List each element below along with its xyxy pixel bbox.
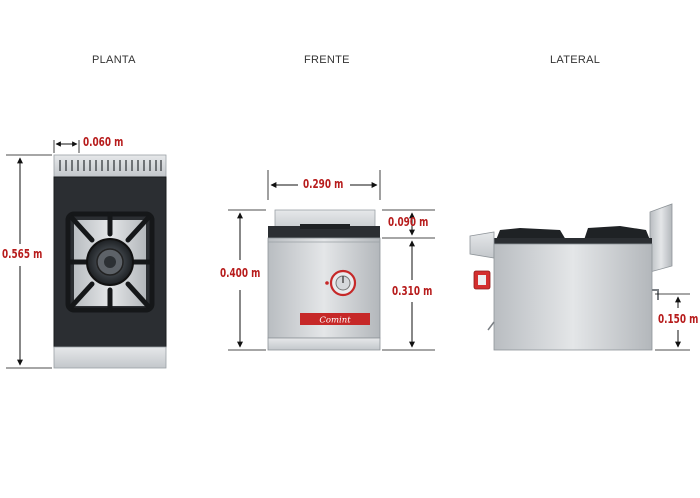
dim-label-frente-width: 0.290 m <box>303 177 344 191</box>
view-title-frente: FRENTE <box>304 54 350 66</box>
frente-brand-plate <box>300 313 370 325</box>
lateral-grate-left <box>496 228 566 240</box>
lateral-grate-right <box>584 226 650 240</box>
lateral-body <box>493 243 653 351</box>
lateral-backsplash <box>649 203 673 273</box>
frente-top-grate <box>268 226 380 238</box>
planta-view <box>6 140 167 369</box>
view-title-lateral: LATERAL <box>550 54 601 66</box>
dim-label-planta-depth: 0.565 m <box>2 247 43 261</box>
dim-label-frente-backsplash: 0.090 m <box>388 215 429 229</box>
dim-label-lateral-leg: 0.150 m <box>658 312 699 326</box>
planta-front-lip <box>53 346 167 369</box>
dim-label-frente-height: 0.400 m <box>220 266 261 280</box>
frente-plinth <box>267 337 381 351</box>
planta-vent-slots <box>59 160 162 171</box>
dim-label-planta-offset: 0.060 m <box>83 135 124 149</box>
lateral-control-rail <box>469 231 495 259</box>
lateral-gas-pipe <box>652 289 659 300</box>
brand-logo: Comint <box>319 316 351 326</box>
planta-grate-bars <box>65 211 155 313</box>
lateral-view <box>469 203 690 351</box>
frente-view: Comint <box>228 170 435 351</box>
view-title-planta: PLANTA <box>92 54 136 66</box>
dim-label-frente-body: 0.310 m <box>392 284 433 298</box>
